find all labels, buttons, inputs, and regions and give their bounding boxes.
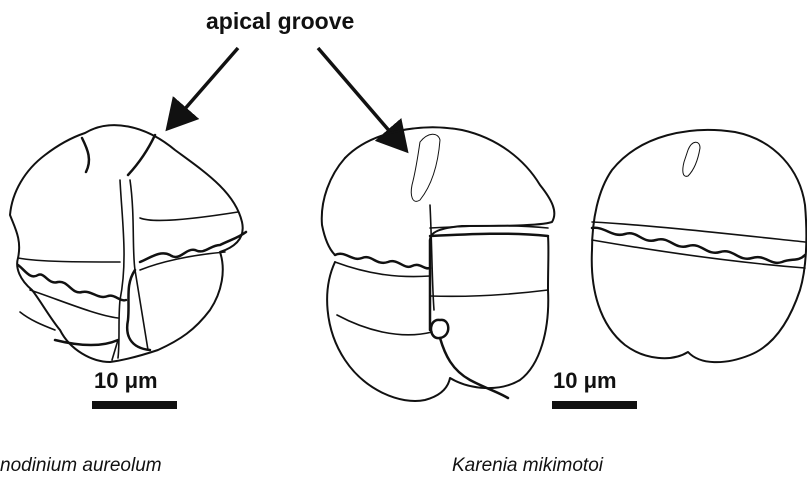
scale-label-right: 10 μm [553, 368, 617, 394]
scale-bar-right [552, 401, 637, 409]
cell-right [592, 130, 807, 362]
cell-left [10, 125, 246, 362]
arrow-left [170, 48, 238, 126]
species-label-left: nodinium aureolum [0, 455, 162, 477]
scale-label-left: 10 μm [94, 368, 158, 394]
title-apical-groove: apical groove [206, 8, 354, 35]
cell-middle [322, 127, 555, 401]
scale-bar-left [92, 401, 177, 409]
species-label-right: Karenia mikimotoi [452, 455, 603, 477]
